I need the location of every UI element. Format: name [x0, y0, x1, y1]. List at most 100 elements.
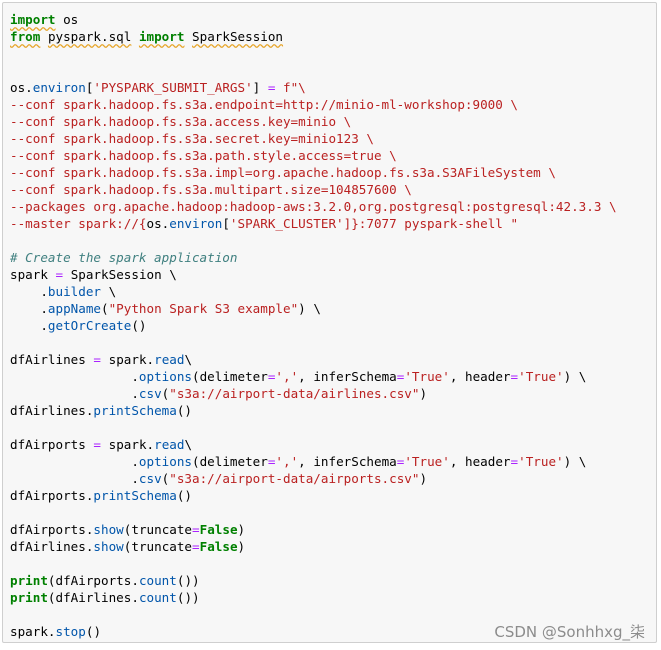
operator: =: [396, 454, 405, 469]
attribute: show: [93, 539, 124, 554]
code-line: --conf spark.hadoop.fs.s3a.access.key=mi…: [10, 114, 352, 129]
keyword-from: from: [10, 29, 41, 44]
operator: =: [55, 267, 64, 282]
string-literal: 'SPARK_CLUSTER': [229, 216, 344, 231]
code-line: dfAirports.printSchema(): [10, 488, 192, 503]
code-line: os.environ['PYSPARK_SUBMIT_ARGS'] = f"\: [10, 80, 306, 95]
string-literal: 'True': [404, 454, 450, 469]
string-literal: 'PYSPARK_SUBMIT_ARGS': [93, 80, 253, 95]
code-line: spark.stop(): [10, 624, 102, 639]
code-line: --conf spark.hadoop.fs.s3a.impl=org.apac…: [10, 165, 556, 180]
code-line: --packages org.apache.hadoop:hadoop-aws:…: [10, 199, 617, 214]
attribute: getOrCreate: [47, 318, 132, 333]
identifier: inferSchema: [313, 454, 397, 469]
code-line: [10, 334, 617, 351]
identifier: spark: [10, 267, 48, 282]
code-line: print(dfAirports.count()): [10, 573, 200, 588]
identifier: dfAirports: [10, 522, 86, 537]
operator: =: [93, 352, 102, 367]
code-line: from pyspark.sql import SparkSession: [10, 28, 617, 45]
operator: =: [510, 454, 519, 469]
builtin-print: print: [10, 590, 48, 605]
class-name: SparkSession: [70, 267, 162, 282]
identifier: dfAirlines: [10, 403, 86, 418]
operator: =: [510, 369, 519, 384]
attribute: environ: [32, 80, 86, 95]
identifier: delimeter: [199, 454, 268, 469]
operator: =: [192, 539, 200, 554]
keyword-false: False: [199, 522, 238, 537]
attribute: options: [138, 369, 192, 384]
operator: =: [396, 369, 405, 384]
keyword-import: import: [10, 12, 56, 27]
identifier: delimeter: [199, 369, 268, 384]
code-line: .builder \: [10, 284, 117, 299]
builtin-print: print: [10, 573, 48, 588]
watermark: CSDN @Sonhhxg_柒: [494, 623, 645, 641]
identifier: dfAirlines: [55, 590, 132, 605]
operator: =: [93, 437, 102, 452]
attribute: builder: [47, 284, 101, 299]
string-literal: "s3a://airport-data/airports.csv": [169, 471, 420, 486]
string-literal: --master spark://{: [10, 216, 147, 231]
code-line: [10, 45, 617, 62]
operator: =: [267, 80, 276, 95]
string-literal: "s3a://airport-data/airlines.csv": [169, 386, 420, 401]
attribute: environ: [169, 216, 223, 231]
attribute: stop: [55, 624, 86, 639]
identifier: spark: [108, 437, 147, 452]
identifier: header: [465, 454, 511, 469]
identifier: truncate: [131, 522, 193, 537]
code-line: .options(delimeter=',', inferSchema='Tru…: [10, 454, 587, 469]
string-literal: 'True': [404, 369, 450, 384]
string-literal: ',': [275, 369, 299, 384]
code-line: --conf spark.hadoop.fs.s3a.endpoint=http…: [10, 97, 518, 112]
identifier: dfAirports: [55, 573, 132, 588]
identifier: dfAirports: [10, 488, 86, 503]
identifier: spark: [10, 624, 48, 639]
code-line: import os: [10, 11, 617, 28]
code-line: .getOrCreate(): [10, 318, 147, 333]
module-name: os: [63, 12, 79, 27]
code-line: dfAirlines.show(truncate=False): [10, 539, 246, 554]
attribute: appName: [47, 301, 101, 316]
identifier: dfAirlines: [10, 352, 86, 367]
attribute: csv: [138, 386, 162, 401]
code-line: dfAirlines.printSchema(): [10, 403, 192, 418]
identifier: truncate: [131, 539, 193, 554]
attribute: options: [138, 454, 192, 469]
identifier: os.: [10, 80, 33, 95]
class-name: SparkSession: [192, 29, 284, 44]
code-line: --conf spark.hadoop.fs.s3a.path.style.ac…: [10, 148, 397, 163]
identifier: dfAirports: [10, 437, 86, 452]
identifier: os.: [146, 216, 170, 231]
code-line: .appName("Python Spark S3 example") \: [10, 301, 321, 316]
keyword-import: import: [138, 29, 185, 44]
keyword-false: False: [199, 539, 238, 554]
operator: =: [267, 369, 276, 384]
code-comment: # Create the spark application: [10, 250, 238, 265]
code-line: [10, 232, 617, 249]
code-line: --conf spark.hadoop.fs.s3a.multipart.siz…: [10, 182, 412, 197]
identifier: inferSchema: [313, 369, 397, 384]
identifier: dfAirlines: [10, 539, 86, 554]
code-line: dfAirports = spark.read\: [10, 437, 193, 452]
string-literal: ]}:7077 pyspark-shell ": [343, 216, 519, 231]
code-line: [10, 504, 617, 521]
code-line: spark = SparkSession \: [10, 267, 177, 282]
attribute: read: [154, 352, 185, 367]
code-line: [10, 419, 617, 436]
code-line: --master spark://{os.environ['SPARK_CLUS…: [10, 216, 519, 231]
string-literal: 'True': [518, 454, 564, 469]
attribute: read: [154, 437, 185, 452]
code-line: .csv("s3a://airport-data/airlines.csv"): [10, 386, 428, 401]
attribute: printSchema: [93, 403, 177, 418]
attribute: printSchema: [93, 488, 177, 503]
attribute: count: [138, 590, 177, 605]
identifier: spark: [108, 352, 147, 367]
operator: =: [267, 454, 276, 469]
code-line: [10, 555, 617, 572]
code-line: --conf spark.hadoop.fs.s3a.secret.key=mi…: [10, 131, 374, 146]
